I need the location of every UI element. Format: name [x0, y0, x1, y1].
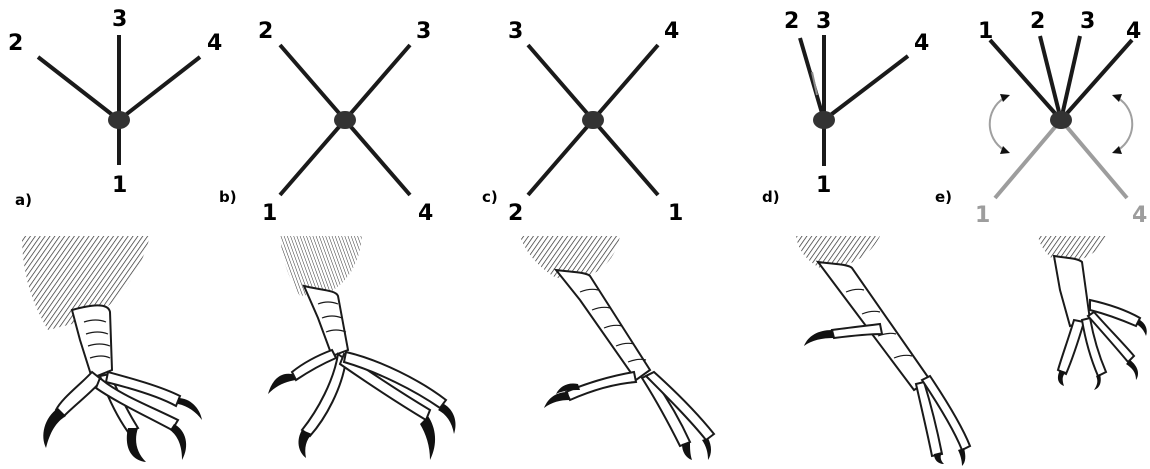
toe-number-1: 1: [112, 173, 127, 198]
toe-number-2: 2: [1030, 9, 1045, 34]
feathered-thigh: [796, 236, 880, 268]
toe-number-1: 1: [262, 201, 277, 226]
tarsus: [1054, 256, 1090, 326]
foot-illustration-e: [1038, 236, 1147, 390]
talon: [420, 416, 435, 460]
foot-node: [582, 111, 604, 129]
talon: [43, 408, 66, 448]
foot-node: [813, 111, 835, 129]
panel-a-diagram: 2 3 4 1 a): [8, 7, 222, 209]
panel-label-e: e): [935, 188, 952, 206]
talon: [1058, 370, 1066, 386]
reversible-toe-number-1: 1: [975, 203, 990, 228]
panel-label-c: c): [482, 188, 498, 206]
foot-node: [108, 111, 130, 129]
toe-number-4: 4: [914, 31, 929, 56]
toe-line-2: [800, 38, 824, 120]
toe-number-3: 3: [508, 19, 523, 44]
reversible-toe-line-1: [995, 120, 1061, 198]
toe-number-2: 2: [508, 201, 523, 226]
toe-line-4: [119, 57, 200, 120]
panel-label-b: b): [219, 188, 237, 206]
panel-label-a: a): [15, 191, 32, 209]
panel-c-diagram: 3 4 2 1 c): [482, 19, 683, 226]
talon: [299, 430, 312, 458]
talon: [682, 442, 692, 460]
toe-front: [1058, 320, 1084, 374]
toe-front-left: [56, 372, 102, 416]
tarsus: [72, 305, 112, 378]
toe-number-4: 4: [207, 31, 222, 56]
tarsus: [304, 286, 348, 356]
toe-line-1: [280, 120, 345, 195]
talon: [958, 448, 965, 466]
reversible-toe-number-4: 4: [1132, 203, 1147, 228]
talon: [127, 428, 146, 462]
toe-back: [292, 350, 336, 380]
foot-node: [1050, 111, 1072, 129]
foot-illustration-b: [268, 236, 456, 460]
toe-number-3: 3: [816, 9, 831, 34]
reversible-toe-line-4: [1061, 120, 1127, 198]
toe-number-2: 2: [8, 31, 23, 56]
toe-number-3: 3: [112, 7, 127, 32]
talon: [1136, 320, 1147, 336]
foot-illustration-d: [796, 236, 970, 466]
talon: [544, 392, 570, 408]
talon: [268, 374, 296, 394]
talon: [170, 424, 186, 460]
talon: [702, 438, 711, 460]
tarsus: [556, 270, 650, 380]
panel-label-d: d): [762, 188, 780, 206]
foot-node: [334, 111, 356, 129]
toe-number-4: 4: [664, 19, 679, 44]
talon: [438, 404, 456, 434]
talon: [1126, 360, 1138, 380]
toe-line-2: [528, 120, 593, 195]
toe-line-4: [345, 120, 410, 195]
panel-b-diagram: 2 3 1 4 b): [219, 19, 433, 226]
talon: [1094, 374, 1101, 390]
toe-number-4: 4: [418, 201, 433, 226]
panel-d-diagram: 2 3 4 1 d): [762, 9, 929, 206]
toe-line-2: [38, 57, 119, 120]
toe-number-2: 2: [258, 19, 273, 44]
toe-number-3: 3: [1080, 9, 1095, 34]
toe-number-1: 1: [978, 19, 993, 44]
toe-line-3: [345, 45, 410, 120]
feathered-thigh: [280, 236, 362, 296]
foot-illustration-c: [520, 236, 714, 460]
rotation-arrow-left: [990, 98, 1004, 150]
toe-number-2: 2: [784, 9, 799, 34]
toe-number-1: 1: [668, 201, 683, 226]
toe-number-1: 1: [816, 173, 831, 198]
foot-illustration-a: [22, 236, 202, 462]
toe-number-4: 4: [1126, 19, 1141, 44]
toe-line-3: [528, 45, 593, 120]
toe-number-3: 3: [416, 19, 431, 44]
talon: [178, 398, 202, 420]
toe-line-4: [593, 45, 658, 120]
panel-e-diagram: 1 2 3 4 1 4 e): [935, 9, 1147, 228]
rotation-arrow-right: [1118, 98, 1132, 150]
toe-line-2: [280, 45, 345, 120]
toe-line-4: [824, 56, 908, 120]
talon: [804, 330, 834, 346]
toe-line-1: [593, 120, 658, 195]
